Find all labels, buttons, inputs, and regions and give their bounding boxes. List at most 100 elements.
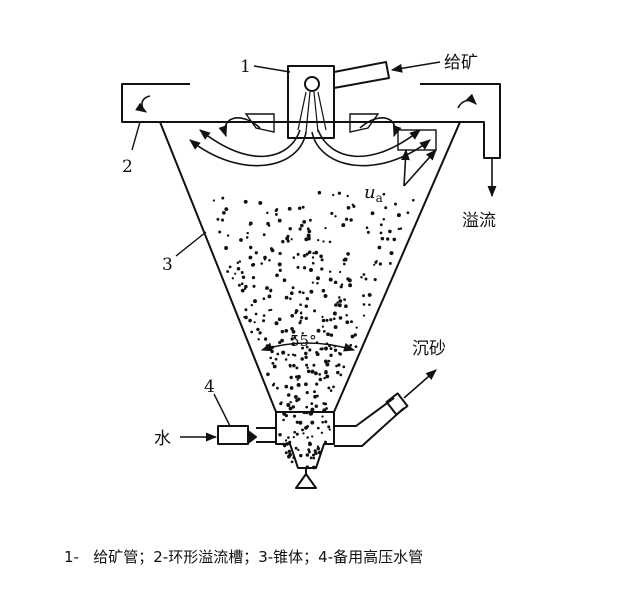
particle-dot — [299, 303, 302, 307]
particle-dot — [216, 217, 220, 221]
particle-dot — [311, 453, 316, 457]
particle-dot — [312, 252, 315, 255]
particle-dot — [298, 290, 302, 294]
particle-dot — [310, 402, 314, 405]
feed-arrow — [390, 61, 441, 73]
particle-dot — [322, 408, 327, 413]
particle-dot — [226, 234, 230, 237]
particle-dot — [344, 304, 348, 309]
particle-dot — [346, 205, 351, 210]
particle-dot — [291, 286, 295, 290]
particle-dot — [296, 252, 300, 256]
velocity-subscript: a — [376, 191, 383, 205]
particle-dot — [262, 319, 266, 323]
particle-dot — [311, 465, 316, 470]
particle-dot — [353, 333, 357, 337]
particle-dot — [286, 239, 290, 243]
particle-dot — [246, 231, 249, 235]
particle-dot — [221, 196, 225, 200]
particle-dot — [252, 263, 256, 267]
label-4: 4 — [204, 377, 215, 397]
particle-dot — [306, 233, 311, 238]
particle-dot — [299, 311, 303, 314]
particle-dot — [296, 374, 301, 379]
particle-dot — [292, 414, 297, 418]
particle-dot — [313, 390, 316, 394]
particle-dot — [321, 325, 325, 328]
particle-dot — [367, 292, 372, 297]
particle-dot — [332, 311, 337, 316]
particle-dot — [254, 312, 258, 316]
sand-pipe-end — [385, 392, 409, 416]
particle-dot — [270, 308, 273, 312]
velocity-window — [397, 129, 437, 151]
particle-dot — [332, 193, 335, 197]
particle-dot — [288, 452, 292, 457]
particle-dot — [268, 258, 271, 262]
particle-dot — [319, 347, 322, 351]
particle-dot — [275, 386, 279, 390]
particle-dot — [305, 345, 309, 349]
particle-dot — [240, 288, 245, 293]
particle-dot — [278, 268, 282, 273]
label-feed: 给矿 — [444, 53, 478, 73]
particle-dot — [305, 453, 310, 457]
particle-dot — [323, 376, 326, 380]
particle-dot — [335, 364, 338, 368]
bottom-valve — [295, 473, 317, 489]
particle-dot — [222, 210, 226, 215]
particle-dot — [291, 405, 295, 409]
particle-dot — [351, 203, 354, 206]
particle-dot — [283, 444, 287, 448]
particle-dot — [277, 262, 282, 267]
particle-dot — [290, 238, 293, 241]
particle-dot — [315, 352, 320, 357]
particle-dot — [287, 436, 290, 439]
particle-dot — [362, 314, 366, 317]
particle-dot — [327, 386, 331, 390]
particle-dot — [333, 280, 338, 285]
particle-dot — [299, 453, 303, 458]
particle-dot — [316, 446, 321, 451]
particle-dot — [370, 211, 375, 216]
particle-dot — [236, 261, 240, 264]
particle-dot — [311, 261, 315, 265]
particle-dot — [258, 331, 262, 335]
label-cone-angle: 55° — [290, 332, 317, 350]
cone-body — [159, 121, 461, 413]
particles — [212, 190, 415, 470]
particle-dot — [298, 321, 302, 325]
particle-dot — [248, 318, 252, 323]
particle-dot — [289, 375, 293, 380]
particle-dot — [293, 336, 297, 339]
particle-dot — [325, 342, 329, 345]
particle-dot — [292, 456, 296, 460]
particle-dot — [279, 402, 283, 406]
particle-dot — [338, 299, 343, 303]
particle-dot — [224, 207, 229, 212]
particle-dot — [291, 329, 296, 334]
particle-dot — [338, 351, 341, 355]
particle-dot — [337, 191, 342, 195]
particle-dot — [379, 223, 383, 227]
particle-dot — [329, 353, 333, 357]
particle-dot — [315, 382, 319, 386]
particle-dot — [281, 239, 285, 244]
particle-dot — [309, 268, 313, 272]
leader-1 — [253, 65, 291, 73]
label-water: 水 — [154, 429, 171, 449]
particle-dot — [284, 413, 289, 418]
particle-dot — [342, 365, 346, 369]
particle-dot — [322, 330, 326, 333]
label-velocity: ua — [364, 182, 383, 205]
particle-dot — [306, 366, 309, 369]
particle-dot — [285, 236, 290, 241]
particle-dot — [319, 254, 323, 259]
particle-dot — [308, 412, 313, 416]
particle-dot — [394, 202, 397, 206]
particle-dot — [307, 450, 311, 454]
particle-dot — [337, 363, 341, 367]
particle-dot — [325, 407, 328, 410]
particle-dot — [265, 344, 269, 348]
particle-dot — [338, 296, 341, 299]
